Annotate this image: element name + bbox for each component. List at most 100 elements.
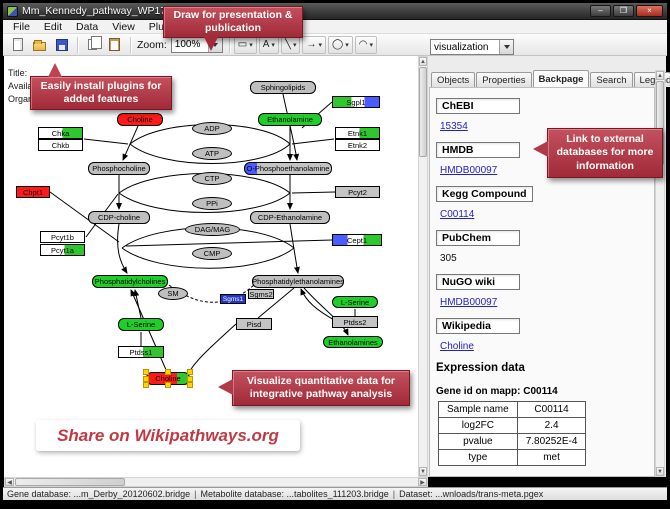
pathway-node-adp[interactable]: ADP [192, 122, 232, 135]
visualization-dropdown-button[interactable] [499, 40, 513, 54]
scroll-right-icon[interactable]: ▶ [418, 478, 427, 486]
pathway-node-ethanolamines[interactable]: Ethanolamines [323, 336, 383, 348]
canvas-horizontal-scrollbar[interactable]: ◀ ▶ [4, 477, 428, 487]
pathway-node-chka[interactable]: Chka [38, 127, 83, 139]
pathway-node-phosphatidylcholines[interactable]: Phosphatidylcholines [92, 275, 168, 288]
arc-tool[interactable]: ◠▾ [354, 35, 377, 54]
menu-item-view[interactable]: View [112, 20, 135, 33]
arrow-tool[interactable]: →▾ [302, 35, 326, 54]
selection-handle[interactable] [165, 369, 171, 375]
tab-backpage[interactable]: Backpage [532, 70, 590, 87]
backpage-link[interactable]: Choline [440, 341, 474, 352]
backpage-link[interactable]: C00114 [440, 209, 475, 220]
backpage-link[interactable]: HMDB00097 [440, 297, 498, 308]
table-cell: log2FC [438, 417, 518, 434]
menu-item-edit[interactable]: Edit [43, 20, 63, 33]
pathway-node-ctp[interactable]: CTP [192, 172, 232, 185]
pathway-node-o-phosphoethanolamine[interactable]: O-Phosphoethanolamine [244, 162, 332, 175]
selection-handle[interactable] [187, 382, 193, 388]
tab-search[interactable]: Search [590, 72, 633, 87]
pathway-node-cmp[interactable]: CMP [192, 247, 232, 260]
pathway-node-l-serine-left[interactable]: L-Serine [118, 318, 164, 331]
chevron-down-icon [503, 45, 510, 49]
selection-handle[interactable] [143, 375, 149, 382]
open-file-button[interactable] [29, 36, 50, 54]
canvas-vertical-scrollbar[interactable]: ▲ ▼ [418, 56, 428, 477]
scroll-up-icon[interactable]: ▲ [656, 71, 664, 80]
scrollbar-thumb[interactable] [15, 478, 125, 486]
pathway-node-sphingolipids[interactable]: Sphingolipids [250, 81, 316, 94]
pathway-canvas[interactable]: Title:Availability:Organism:Sphingolipid… [4, 56, 418, 477]
window-titlebar[interactable]: Mm_Kennedy_pathway_WP1771_45176.gpml – ❒… [3, 3, 667, 20]
new-file-icon [12, 38, 23, 51]
new-file-button[interactable] [7, 36, 28, 54]
toolbar-separator [77, 36, 78, 53]
gene-id-line: Gene id on mapp: C00114 [436, 386, 558, 397]
pathway-node-ethanolamine[interactable]: Ethanolamine [258, 113, 322, 126]
selection-handle[interactable] [165, 382, 171, 388]
scroll-left-icon[interactable]: ◀ [5, 478, 14, 486]
visualization-value: visualization [434, 41, 489, 53]
pathway-node-pisd[interactable]: Pisd [236, 318, 272, 330]
pathway-node-phosphocholine[interactable]: Phosphocholine [88, 162, 150, 175]
selection-handle[interactable] [187, 369, 193, 375]
pathway-node-etnk1[interactable]: Etnk1 [335, 127, 380, 139]
pathway-node-cept1[interactable]: Cept1 [332, 234, 382, 246]
pathway-node-l-serine-right[interactable]: L-Serine [332, 296, 378, 308]
copy-button[interactable] [82, 36, 103, 54]
backpage-section-header: PubChem [436, 230, 520, 246]
pathway-node-atp[interactable]: ATP [192, 147, 232, 160]
callout-visualize-data: Visualize quantitative data for integrat… [232, 370, 410, 406]
line-tool[interactable]: ╲▾ [280, 35, 301, 54]
backpage-section-header: ChEBI [436, 98, 520, 114]
pathway-node-sgms1[interactable]: Sgms1 [220, 294, 246, 304]
menu-item-file[interactable]: File [13, 20, 30, 33]
pathway-node-cdp-choline[interactable]: CDP-choline [88, 211, 150, 224]
pathway-node-etnk2[interactable]: Etnk2 [335, 139, 380, 151]
tab-objects[interactable]: Objects [431, 72, 476, 87]
pathway-node-choline-top[interactable]: Choline [117, 113, 163, 126]
save-button[interactable] [51, 36, 72, 54]
pathway-node-phosphatidylethanolamines[interactable]: Phosphatidylethanolamines [252, 275, 344, 288]
selection-handle[interactable] [143, 382, 149, 388]
pathway-node-pcyt1a[interactable]: Pcyt1a [40, 244, 85, 256]
toolbar-separator [228, 36, 230, 53]
pathway-node-sm[interactable]: SM [158, 287, 188, 300]
pathway-node-ptdss2[interactable]: Ptdss2 [332, 316, 378, 328]
maximize-button[interactable]: ❒ [613, 5, 634, 17]
backpage-link[interactable]: HMDB00097 [440, 165, 498, 176]
menu-bar: FileEditDataViewPluginsHelp [3, 20, 667, 34]
shape-tool[interactable]: ◯▾ [327, 35, 353, 54]
pathway-node-chpt1[interactable]: Chpt1 [16, 186, 50, 198]
label-tool[interactable]: A▾ [258, 35, 279, 54]
scrollbar-thumb[interactable] [419, 67, 427, 157]
datanode-tool-icon: ▭ [237, 39, 248, 50]
share-on-wikipathways-banner: Share on Wikipathways.org [36, 420, 300, 451]
datanode-tool[interactable]: ▭▾ [233, 35, 257, 54]
close-button[interactable]: × [636, 5, 663, 17]
paste-button[interactable] [104, 36, 125, 54]
pathway-node-cdp-ethanolamine[interactable]: CDP-Ethanolamine [250, 211, 330, 224]
selection-handle[interactable] [187, 375, 193, 382]
pathway-node-ppi[interactable]: PPi [192, 197, 232, 210]
zoom-label: Zoom: [137, 38, 167, 51]
pathway-node-dag-mag[interactable]: DAG/MAG [185, 223, 240, 236]
pathway-node-sgms2[interactable]: Sgms2 [248, 289, 274, 299]
tab-properties[interactable]: Properties [476, 72, 532, 87]
scroll-down-icon[interactable]: ▼ [656, 467, 664, 476]
pathway-node-pcyt2[interactable]: Pcyt2 [335, 186, 380, 198]
visualization-combobox[interactable]: visualization [430, 39, 514, 55]
pathway-node-sgpl1[interactable]: Sgpl1 [332, 96, 380, 108]
pathway-node-chkb[interactable]: Chkb [38, 139, 83, 151]
open-file-icon [33, 39, 46, 51]
backpage-link[interactable]: 15354 [440, 121, 468, 132]
minimize-button[interactable]: – [590, 5, 611, 17]
panel-vertical-scrollbar[interactable]: ▲ ▼ [655, 70, 665, 477]
pathway-node-ptdss1[interactable]: Ptdss1 [118, 346, 164, 358]
scroll-down-icon[interactable]: ▼ [419, 467, 427, 476]
pathway-node-pcyt1b[interactable]: Pcyt1b [40, 231, 85, 243]
selection-handle[interactable] [143, 369, 149, 375]
scroll-up-icon[interactable]: ▲ [419, 57, 427, 66]
status-bar: Gene database: ...m_Derby_20120602.bridg… [3, 487, 667, 500]
menu-item-data[interactable]: Data [76, 20, 99, 33]
